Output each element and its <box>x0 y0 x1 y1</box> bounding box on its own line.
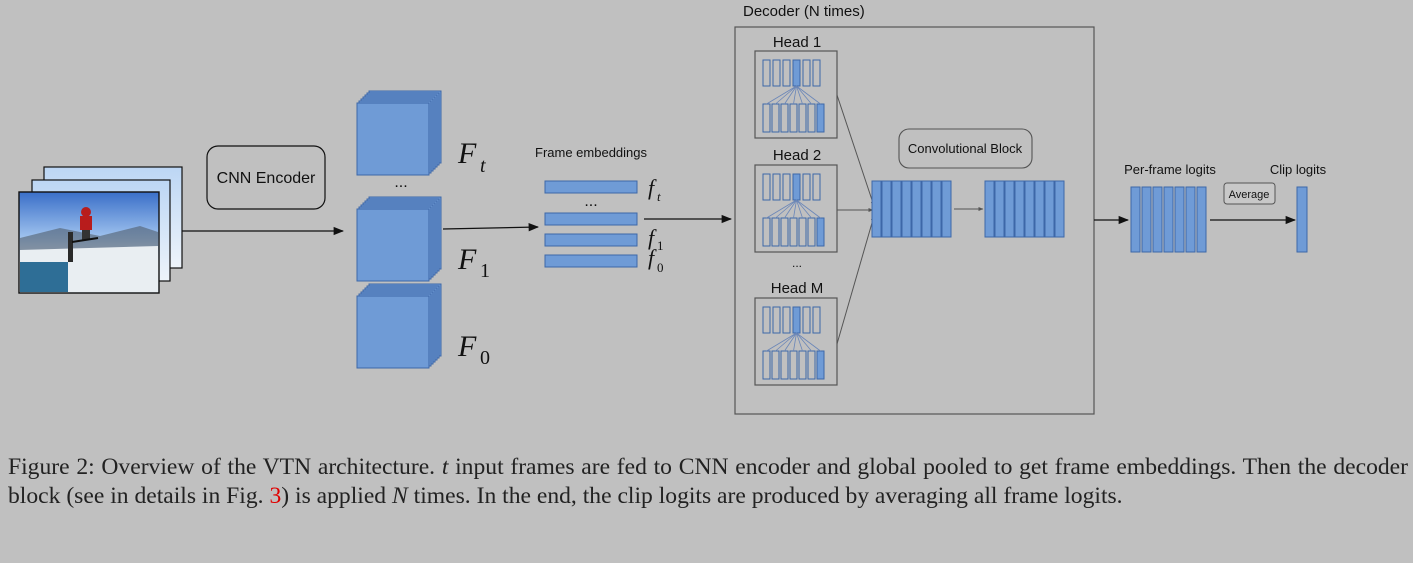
svg-text:1: 1 <box>480 260 490 282</box>
head-2-block <box>754 164 838 253</box>
per-frame-logits-label: Per-frame logits <box>1124 162 1216 177</box>
embedding-bar-t <box>544 180 638 194</box>
clip-logit-bar <box>1296 186 1308 253</box>
feature-label-0: F 0 <box>457 330 490 369</box>
arrow-features-to-embeddings <box>442 223 540 232</box>
caption-fig-ref-link[interactable]: 3 <box>269 483 282 509</box>
clip-logits-label: Clip logits <box>1270 162 1327 177</box>
head-m-label: Head M <box>771 280 824 297</box>
per-frame-logit-bars <box>1130 186 1207 253</box>
embedding-bar-0 <box>544 254 638 268</box>
embedding-label-0: f 0 <box>648 245 664 275</box>
caption-var-n: N <box>392 483 408 509</box>
svg-text:F: F <box>457 137 477 170</box>
embedding-label-1: f 1 <box>648 225 664 253</box>
average-label: Average <box>1229 189 1270 201</box>
input-frames <box>18 166 183 294</box>
conv-output-bars <box>984 180 1065 238</box>
feature-stack-1 <box>356 196 442 282</box>
svg-text:F: F <box>457 330 477 363</box>
head-2-label: Head 2 <box>773 147 821 164</box>
svg-text:F: F <box>457 243 477 276</box>
feature-label-t: F t <box>457 137 486 177</box>
caption-part3: times. In the end, the clip logits are p… <box>413 483 1123 509</box>
embedding-label-t: f t <box>648 175 661 204</box>
svg-text:0: 0 <box>480 347 490 369</box>
head-m-block <box>754 297 838 386</box>
caption-var-t: t <box>441 454 449 480</box>
svg-text:f: f <box>648 175 657 200</box>
frame-embeddings-title: Frame embeddings <box>535 145 647 160</box>
svg-text:f: f <box>648 245 657 270</box>
feature-stack-t <box>356 90 442 176</box>
feature-stack-0 <box>356 283 442 369</box>
convolutional-block: Convolutional Block <box>898 128 1033 169</box>
svg-text:0: 0 <box>657 260 664 275</box>
svg-text:t: t <box>657 189 661 204</box>
svg-text:f: f <box>648 225 657 250</box>
head-1-label: Head 1 <box>773 34 821 51</box>
cnn-encoder-box: CNN Encoder <box>206 145 326 210</box>
vtn-architecture-diagram: CNN Encoder ... F t F 1 F 0 Frame embedd… <box>18 3 1327 415</box>
embedding-bar-1 <box>544 233 638 247</box>
svg-text:1: 1 <box>657 238 664 253</box>
input-frame-front <box>18 191 160 294</box>
embedding-ellipsis: ... <box>584 193 597 210</box>
decoder-title: Decoder (N times) <box>743 3 865 20</box>
caption-prefix: Figure 2: Overview of the VTN architectu… <box>8 454 436 480</box>
caption-part2: ) is applied <box>281 483 387 509</box>
head-output-lines <box>836 94 875 345</box>
caption-part1: input frames are fed to CNN encoder and … <box>8 454 1409 509</box>
feature-map-stacks <box>356 90 442 369</box>
concatenated-head-outputs <box>871 180 952 238</box>
feature-ellipsis: ... <box>394 174 407 191</box>
heads-ellipsis: ... <box>792 256 802 270</box>
embedding-bar-mid <box>544 212 638 226</box>
figure-caption: Figure 2: Overview of the VTN architectu… <box>8 453 1408 511</box>
feature-label-1: F 1 <box>457 243 490 282</box>
average-box: Average <box>1223 182 1276 205</box>
cnn-encoder-label: CNN Encoder <box>217 170 316 187</box>
svg-text:t: t <box>480 155 486 177</box>
convolutional-block-label: Convolutional Block <box>908 141 1023 156</box>
head-1-block <box>754 50 838 139</box>
